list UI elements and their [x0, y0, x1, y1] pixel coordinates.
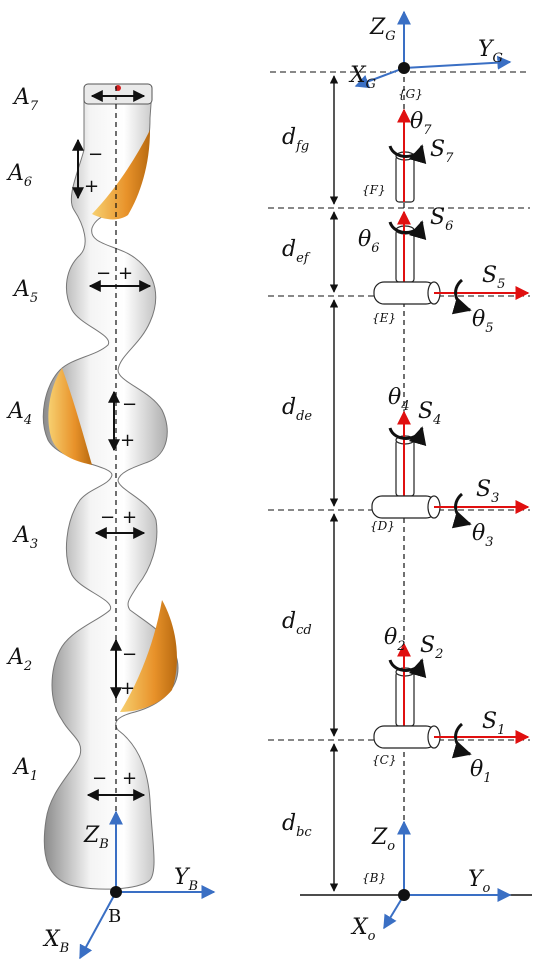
- joint-angle-theta6: θ6: [358, 227, 380, 256]
- joint-angle-theta4: θ4: [388, 385, 410, 414]
- distance-label-dde: dde: [282, 395, 312, 424]
- frame-label-g: {G}: [398, 87, 423, 101]
- frame-label-d: {D}: [370, 519, 395, 533]
- world-frame-o: Zo Yo Xo {B}: [350, 820, 512, 944]
- orange-accent-a2: [120, 600, 177, 712]
- joint-angle-theta2: θ2: [384, 625, 406, 654]
- joint-screw-s4: S4: [418, 399, 441, 428]
- joint-screw-s2: S2: [420, 633, 443, 662]
- joint-5: S5 θ5 {E}: [372, 263, 530, 336]
- sign-minus: −: [88, 144, 103, 165]
- base-frame-axes: ZB YB XB B: [42, 810, 216, 960]
- joint-indicator-a1: − +: [86, 768, 146, 801]
- sign-plus: +: [122, 768, 137, 789]
- axis-label-yo: Yo: [468, 867, 491, 896]
- frame-label-e: {E}: [372, 311, 396, 325]
- distance-label-dbc: dbc: [282, 811, 312, 840]
- distance-label-dfg: dfg: [282, 125, 309, 154]
- axis-label-zb: ZB: [83, 823, 109, 852]
- axis-label-yg: YG: [478, 37, 503, 66]
- orange-accent-a4: [48, 368, 92, 465]
- frame-label-b: {B}: [362, 871, 386, 885]
- joint-indicator-a4: − +: [108, 390, 137, 452]
- tool-frame-g: ZG YG XG {G}: [348, 10, 512, 101]
- orange-accent-a6: [92, 130, 150, 220]
- joint-6: θ6 S6: [358, 205, 453, 283]
- sign-plus: +: [122, 507, 137, 528]
- robot-arm: − + − + − + − + − + − + A7: [6, 83, 216, 960]
- sign-minus: −: [100, 507, 115, 528]
- link-label-a2: A2: [6, 645, 32, 674]
- sign-plus: +: [120, 430, 135, 451]
- joint-screw-s5: S5: [482, 263, 505, 292]
- joint-4: θ4 S4: [388, 385, 441, 497]
- sign-plus: +: [120, 678, 135, 699]
- origin-label-b: B: [108, 906, 121, 927]
- link-label-a5: A5: [12, 277, 38, 306]
- frame-label-f: {F}: [362, 183, 386, 197]
- joint-angle-theta7: θ7: [410, 109, 432, 138]
- joint-angle-theta3: θ3: [472, 521, 494, 550]
- distance-label-def: def: [282, 237, 311, 266]
- link-label-a3: A3: [12, 523, 38, 552]
- frame-label-c: {C}: [372, 753, 396, 767]
- joint-1: S1 θ1 {C}: [372, 709, 530, 786]
- sign-minus: −: [122, 394, 137, 415]
- sign-minus: −: [96, 263, 111, 284]
- joint-angle-theta5: θ5: [472, 307, 494, 336]
- link-label-a7: A7: [12, 85, 39, 114]
- axis-label-zg: ZG: [369, 15, 396, 44]
- sign-minus: −: [122, 644, 137, 665]
- joint-indicator-a2: − +: [110, 638, 137, 700]
- joint-indicator-a5: − +: [88, 263, 152, 292]
- joint-7: θ7 S7 {F}: [362, 108, 454, 203]
- joint-screw-s7: S7: [430, 137, 454, 166]
- joint-indicator-a6: − +: [72, 138, 103, 200]
- joint-indicator-a3: − +: [94, 507, 146, 539]
- joint-screw-s3: S3: [476, 477, 499, 506]
- link-label-a1: A1: [12, 755, 38, 784]
- sign-plus: +: [118, 263, 133, 284]
- joint-screw-s1: S1: [482, 709, 505, 738]
- joint-3: S3 θ3 {D}: [370, 477, 530, 550]
- joint-2: θ2 S2: [384, 625, 443, 727]
- joint-angle-theta1: θ1: [470, 757, 492, 786]
- sign-minus: −: [92, 768, 107, 789]
- link-label-a6: A6: [6, 161, 32, 190]
- axis-label-xb: XB: [42, 927, 69, 956]
- axis-label-xo: Xo: [350, 915, 376, 944]
- axis-label-yb: YB: [174, 865, 198, 894]
- distance-label-dcd: dcd: [282, 609, 312, 638]
- joint-screw-s6: S6: [430, 205, 453, 234]
- base-origin: [110, 886, 122, 898]
- axis-label-zo: Zo: [371, 825, 395, 854]
- kinematic-schematic: dfg def dde dcd dbc ZG YG XG {G} θ7 S7 {…: [268, 10, 532, 944]
- sign-plus: +: [84, 176, 99, 197]
- axis-label-xg: XG: [348, 63, 376, 92]
- link-label-a4: A4: [6, 399, 32, 428]
